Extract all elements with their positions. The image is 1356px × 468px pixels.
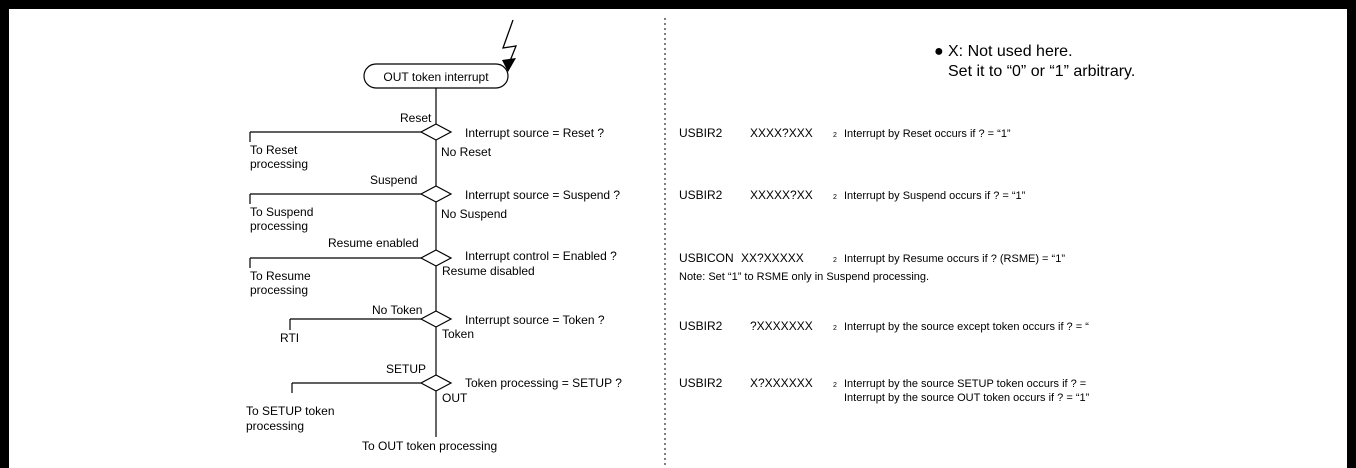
no-label: No Suspend (441, 207, 507, 221)
target-label: To Suspend (250, 205, 313, 219)
register-subscript: 2 (833, 194, 837, 201)
yes-label: Resume enabled (328, 236, 419, 250)
target-label: processing (250, 283, 308, 297)
target-label: To SETUP token (246, 404, 335, 418)
register-desc: Interrupt by Resume occurs if ? (RSME) =… (844, 253, 1065, 265)
target-label: processing (246, 419, 304, 433)
yes-label: No Token (372, 303, 422, 317)
condition-label: Interrupt source = Suspend ? (465, 188, 620, 202)
target-label: To Resume (250, 269, 311, 283)
register-name: USBICON (679, 251, 734, 265)
register-name: USBIR2 (679, 319, 723, 333)
register-desc: Interrupt by Reset occurs if ? = “1” (844, 128, 1011, 140)
register-bits: ?XXXXXXX (750, 319, 813, 333)
legend-line-2: Set it to “0” or “1” arbitrary. (948, 63, 1135, 80)
register-bits: XX?XXXXX (741, 251, 804, 265)
register-desc: Interrupt by Suspend occurs if ? = “1” (844, 190, 1026, 202)
register-name: USBIR2 (679, 188, 723, 202)
target-label: RTI (280, 331, 299, 345)
top-border (0, 0, 1356, 9)
decision-diamond (419, 185, 453, 203)
condition-label: Interrupt control = Enabled ? (465, 249, 617, 263)
yes-label: Suspend (370, 173, 417, 187)
end-label: To OUT token processing (362, 439, 497, 453)
register-bits: XXXX?XXX (750, 126, 813, 140)
interrupt-arrowhead-icon (502, 58, 516, 72)
target-label: processing (250, 157, 308, 171)
condition-label: Interrupt source = Reset ? (465, 126, 604, 140)
left-border (0, 0, 9, 468)
decision-diamond (419, 310, 453, 328)
register-subscript: 2 (833, 132, 837, 139)
register-subscript: 2 (833, 325, 837, 332)
target-label: To Reset (250, 143, 298, 157)
no-label: No Reset (441, 145, 492, 159)
start-terminal-label: OUT token interrupt (383, 70, 489, 84)
no-label: Resume disabled (442, 264, 535, 278)
decision-diamond (419, 374, 453, 392)
register-desc: Interrupt by the source except token occ… (844, 321, 1089, 333)
register-subscript: 2 (833, 382, 837, 389)
no-label: Token (442, 327, 474, 341)
register-desc-2: Interrupt by the source OUT token occurs… (844, 392, 1090, 404)
right-border (1347, 0, 1356, 468)
legend-bullet: ● (934, 43, 944, 60)
register-name: USBIR2 (679, 376, 723, 390)
register-bits: X?XXXXXX (750, 376, 813, 390)
condition-label: Token processing = SETUP ? (465, 376, 622, 390)
register-note: Note: Set “1” to RSME only in Suspend pr… (679, 271, 929, 283)
target-label: processing (250, 219, 308, 233)
legend-line-1: X: Not used here. (948, 43, 1073, 60)
register-bits: XXXXX?XX (750, 188, 813, 202)
no-label: OUT (442, 391, 468, 405)
register-desc: Interrupt by the source SETUP token occu… (844, 378, 1086, 390)
interrupt-lightning-icon (502, 19, 518, 67)
decision-diamond (419, 123, 453, 141)
register-subscript: 2 (833, 257, 837, 264)
condition-label: Interrupt source = Token ? (465, 313, 605, 327)
yes-label: SETUP (386, 362, 426, 376)
register-name: USBIR2 (679, 126, 723, 140)
yes-label: Reset (400, 111, 432, 125)
